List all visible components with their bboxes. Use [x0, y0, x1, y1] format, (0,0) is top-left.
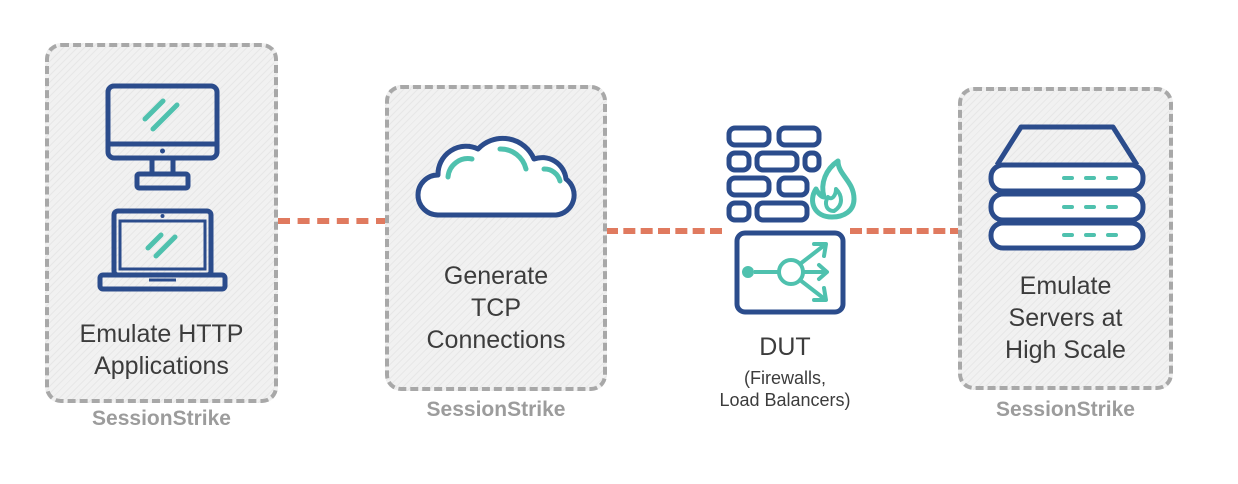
- brand-label: SessionStrike: [92, 407, 231, 430]
- desktop-monitor-icon: [105, 83, 220, 191]
- sub-line: (Firewalls,: [743, 368, 826, 388]
- label-line: High Scale: [1005, 336, 1126, 364]
- dut-sublabel: (Firewalls, Load Balancers): [690, 367, 880, 411]
- http-applications-label: Emulate HTTP Applications: [45, 318, 278, 382]
- laptop-icon: [97, 208, 228, 292]
- load-balancer-icon: [734, 230, 846, 315]
- label-line: Connections: [426, 326, 566, 354]
- label-line: Applications: [94, 352, 229, 380]
- tcp-connections-label: Generate TCP Connections: [385, 260, 607, 356]
- sub-line: Load Balancers): [719, 390, 851, 410]
- brand-label: SessionStrike: [996, 398, 1135, 421]
- server-stack-icon: [988, 124, 1146, 251]
- brand-label: SessionStrike: [426, 398, 566, 421]
- firewall-icon: [726, 125, 857, 223]
- tcp-connections-box: [385, 85, 607, 391]
- connector-http-to-tcp: [278, 218, 388, 224]
- connector-tcp-to-dut: [606, 228, 722, 234]
- label-line: Emulate: [1019, 272, 1112, 300]
- label-line: Generate: [443, 262, 549, 290]
- label-line: TCP: [471, 294, 521, 322]
- label-line: Servers at: [1008, 304, 1123, 332]
- cloud-icon: [415, 135, 577, 218]
- label-line: Emulate HTTP: [79, 320, 244, 348]
- dut-label: DUT: [759, 333, 811, 361]
- connector-dut-to-servers: [850, 228, 962, 234]
- servers-label: Emulate Servers at High Scale: [958, 270, 1173, 366]
